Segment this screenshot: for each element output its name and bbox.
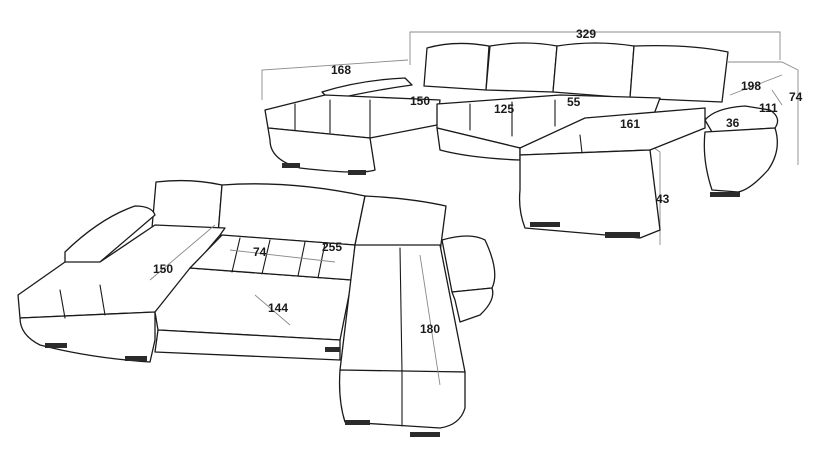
left-chaise-base	[267, 127, 376, 173]
back-cushion-3	[552, 42, 635, 99]
foot	[348, 170, 366, 175]
bed-mattress	[154, 267, 353, 341]
foot	[282, 163, 300, 168]
bed-right-armrest-side	[451, 287, 494, 323]
dim-armrest-depth: 111	[759, 101, 778, 115]
dim-bed-depth: 144	[268, 301, 288, 315]
bed-right-armrest	[441, 235, 496, 293]
dim-armrest-width: 36	[726, 116, 740, 130]
back-cushion-1	[423, 42, 490, 91]
dim-height: 74	[789, 90, 803, 104]
bed-mode-view: 150 74 255 144 180	[17, 179, 496, 437]
foot	[710, 192, 740, 197]
right-armrest-top	[704, 105, 779, 133]
foot	[605, 232, 640, 238]
bed-back-cushion-3	[354, 195, 447, 253]
right-armrest-side	[703, 127, 778, 193]
u-sofa-view: 329 168 198 74 111 36 150 125 55 161 43	[261, 27, 803, 245]
foot	[45, 343, 67, 348]
back-cushion-2	[485, 42, 558, 93]
dim-left-chaise-length: 150	[410, 94, 430, 108]
right-chaise-base	[518, 149, 661, 239]
dim-bed-width: 255	[322, 240, 342, 254]
bed-mattress-front	[154, 329, 341, 361]
dim-seat-height: 43	[656, 192, 670, 206]
dim-left-depth: 168	[331, 63, 351, 77]
dim-middle-seat: 125	[494, 102, 514, 116]
foot	[345, 420, 370, 425]
dim-overall-width: 329	[576, 27, 596, 41]
dim-bed-right-chaise: 180	[420, 322, 440, 336]
foot	[530, 222, 560, 227]
bed-dimension-lines	[149, 224, 441, 386]
bed-left-chaise-base	[19, 311, 156, 363]
dim-bed-backrest: 74	[253, 245, 267, 259]
back-cushion-4	[629, 44, 729, 103]
dim-center-seat: 55	[567, 95, 581, 109]
foot	[325, 347, 340, 352]
foot	[410, 432, 440, 437]
foot	[125, 356, 147, 361]
dim-right-length: 198	[741, 79, 761, 93]
dim-right-chaise-length: 161	[620, 117, 640, 131]
dim-bed-chaise-length: 150	[153, 262, 173, 276]
